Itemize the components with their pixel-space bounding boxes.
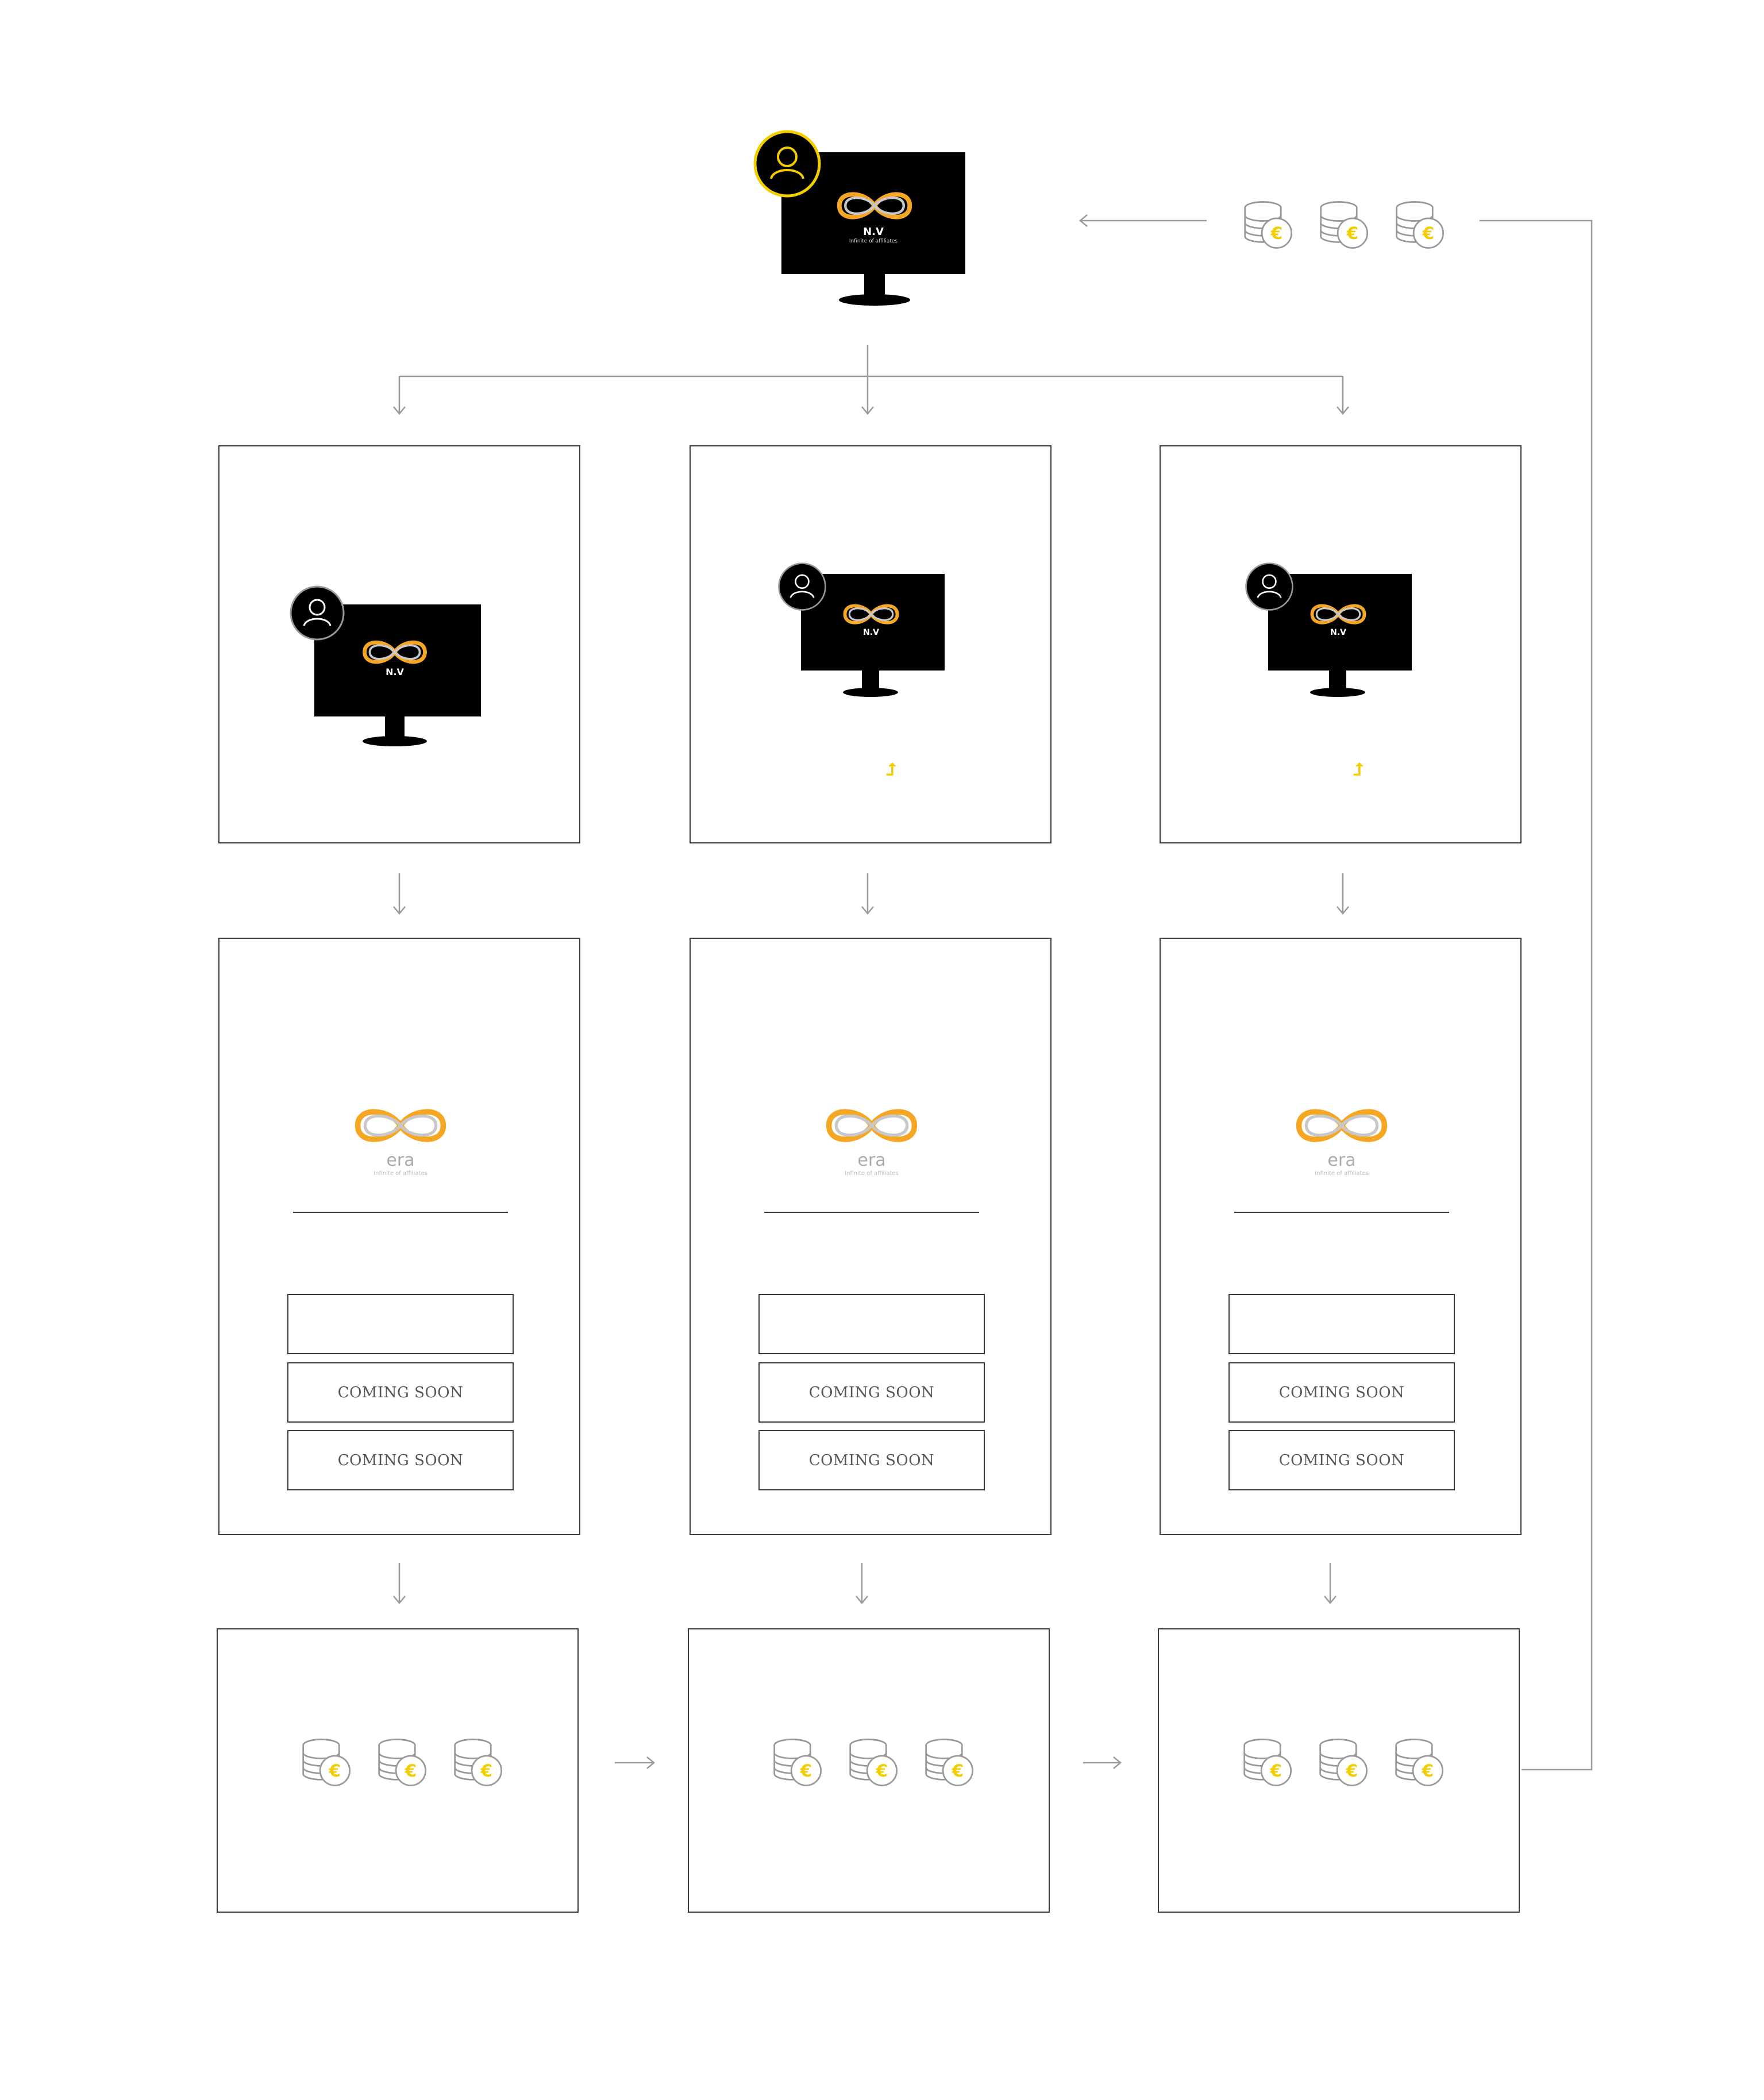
era-panel-3: era Infinite of affiliates COMING SOON C… (1160, 938, 1522, 1535)
arrow-down-icon (393, 1596, 406, 1604)
arrow-down-icon (1324, 1596, 1337, 1604)
era-panel-2: era Infinite of affiliates COMING SOON C… (690, 938, 1052, 1535)
empty-slot[interactable] (1228, 1294, 1455, 1354)
euro-coins-icon (848, 1736, 901, 1789)
euro-coins-icon (772, 1736, 825, 1789)
coming-soon-slot[interactable]: COMING SOON (758, 1430, 985, 1490)
main-monitor: N.V Infinite of affiliates (753, 129, 983, 313)
arrow-right-icon (646, 1756, 655, 1769)
infinity-logo-icon (823, 1100, 920, 1151)
euro-coins-icon (1242, 1736, 1295, 1789)
affiliate-box-2: N.V ⮥ (690, 445, 1052, 843)
euro-coins-icon (1319, 198, 1372, 251)
user-icon (753, 130, 821, 198)
euro-coins-icon (453, 1736, 506, 1789)
monitor-icon: N.V (314, 604, 481, 746)
arrow-down-icon (861, 906, 874, 915)
era-brand: era (386, 1150, 415, 1170)
euro-coins-icon (301, 1736, 354, 1789)
era-logo: era Infinite of affiliates (352, 1100, 449, 1180)
arrow-down-icon (861, 406, 874, 415)
affiliate-box-3: N.V ⮥ (1160, 445, 1522, 843)
payout-box-2 (688, 1628, 1050, 1913)
euro-coins-icon (377, 1736, 430, 1789)
euro-coins-icon (1394, 1736, 1447, 1789)
coming-soon-slot[interactable]: COMING SOON (287, 1430, 514, 1490)
arrow-left-icon (1079, 214, 1088, 227)
nv-brand: N.V (863, 226, 884, 238)
nv-tagline: Infinite of affiliates (849, 238, 898, 244)
euro-coins-icon (1395, 198, 1447, 251)
arrow-down-icon (393, 406, 406, 415)
arrow-up-icon: ⮥ (1353, 760, 1364, 780)
infinity-logo-icon (1293, 1100, 1391, 1151)
empty-slot[interactable] (758, 1294, 985, 1354)
coming-soon-slot[interactable]: COMING SOON (1228, 1362, 1455, 1423)
era-brand: era (1327, 1150, 1356, 1170)
era-brand: era (857, 1150, 886, 1170)
arrow-down-icon (393, 906, 406, 915)
arrow-down-icon (856, 1596, 868, 1604)
user-icon (1245, 562, 1293, 611)
arrowheads (393, 214, 1349, 1769)
svg-text:N.V: N.V (863, 628, 879, 637)
payout-box-1 (217, 1628, 579, 1913)
divider-line (1234, 1212, 1449, 1213)
arrow-up-icon: ⮥ (886, 760, 896, 780)
user-icon (290, 585, 345, 641)
divider-line (764, 1212, 979, 1213)
euro-coins-icon (1318, 1736, 1371, 1789)
euro-coins-icon (1243, 198, 1296, 251)
era-tagline: Infinite of affiliates (845, 1170, 899, 1177)
return-line (1480, 219, 1593, 1771)
nv-brand-text: N.V (386, 666, 404, 677)
infinity-logo-icon (352, 1100, 449, 1151)
era-tagline: Infinite of affiliates (1315, 1170, 1369, 1177)
svg-text:N.V: N.V (1330, 628, 1346, 637)
era-panel-1: era Infinite of affiliates COMING SOON C… (218, 938, 580, 1535)
coming-soon-slot[interactable]: COMING SOON (758, 1362, 985, 1423)
coming-soon-slot[interactable]: COMING SOON (1228, 1430, 1455, 1490)
empty-slot[interactable] (287, 1294, 514, 1354)
era-tagline: Infinite of affiliates (373, 1170, 427, 1177)
arrow-right-icon (1113, 1756, 1122, 1769)
arrow-down-icon (1337, 906, 1349, 915)
divider-line (293, 1212, 508, 1213)
era-logo: era Infinite of affiliates (823, 1100, 920, 1180)
arrow-down-icon (1337, 406, 1349, 415)
era-logo: era Infinite of affiliates (1293, 1100, 1391, 1180)
affiliate-box-1: N.V (218, 445, 580, 843)
top-payout-coins (1243, 198, 1447, 251)
euro-coins-icon (924, 1736, 977, 1789)
coming-soon-slot[interactable]: COMING SOON (287, 1362, 514, 1423)
payout-box-3 (1158, 1628, 1520, 1913)
user-icon (778, 562, 826, 611)
